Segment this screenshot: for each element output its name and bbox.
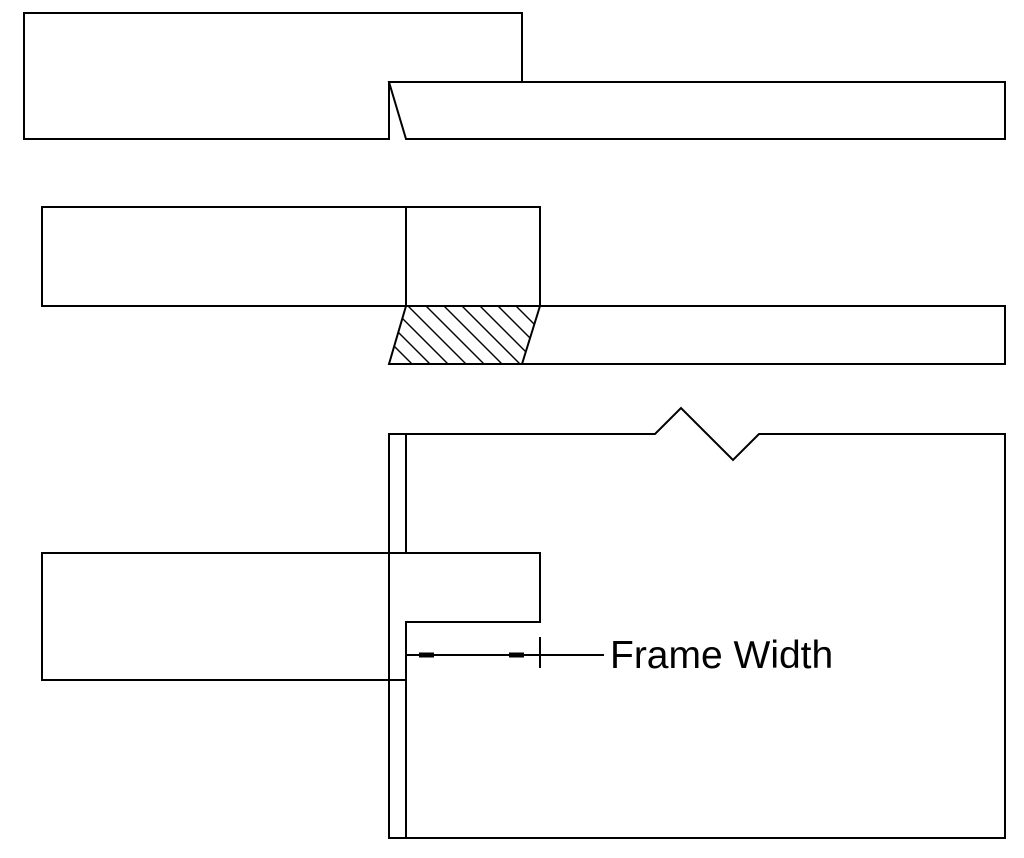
stage-2-cut: [41, 206, 1006, 365]
stage-1-lower-member: [387, 81, 1006, 140]
stage-2-upper-member: [41, 206, 541, 307]
frame-width-label: Frame Width: [610, 634, 833, 677]
stage-2-waste-hatch: [389, 306, 540, 364]
stage-1-overlap: [23, 12, 1006, 140]
frame-width-dimension: Frame Width: [406, 634, 833, 677]
stage-3-panel: [388, 406, 1006, 839]
stage-2-waste-edge: [521, 305, 541, 365]
stage-1-upper-member: [23, 12, 523, 140]
stage-2-lower-member: [387, 305, 1006, 365]
stage-3-member: [41, 552, 541, 681]
stage-3-fitted: Frame Width: [41, 406, 1006, 839]
